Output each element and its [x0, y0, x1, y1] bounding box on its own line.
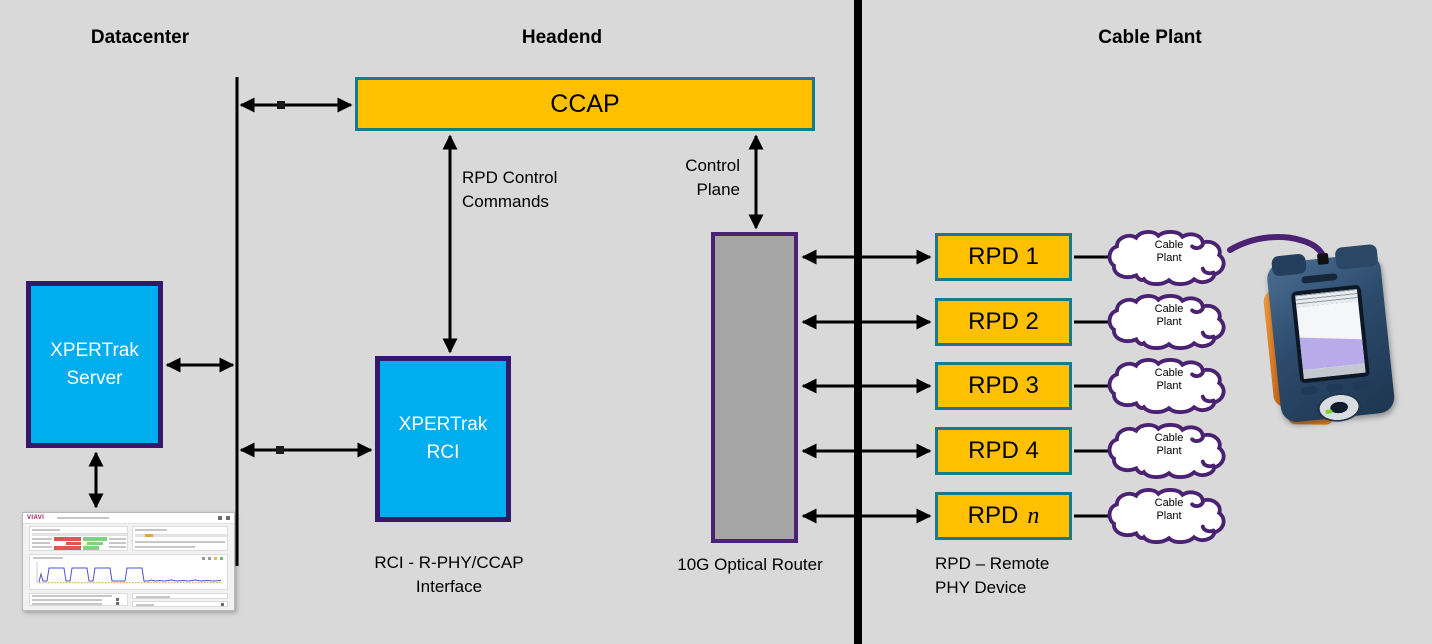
meter-top-bumper-left	[1270, 253, 1307, 277]
meter-button	[1300, 385, 1318, 396]
optical-router-box	[711, 232, 798, 543]
thumbnail-events-panel	[132, 601, 228, 607]
rpdn-box: RPD n	[935, 492, 1072, 540]
control-plane-label: Control Plane	[630, 154, 740, 202]
thumbnail-header-icon	[218, 516, 222, 520]
cloud-label-line2: Plant	[1156, 445, 1182, 457]
section-title-headend: Headend	[521, 27, 603, 48]
rpd2-label: RPD 2	[968, 308, 1039, 335]
rpd4-box: RPD 4	[935, 427, 1072, 475]
rpd3-box: RPD 3	[935, 362, 1072, 410]
cloud-label-line2: Plant	[1156, 316, 1182, 328]
thumbnail-downstream-panel	[132, 526, 228, 551]
xpertrak-server-box: XPERTrak Server	[26, 281, 163, 448]
meter-top-bumper-right	[1334, 243, 1379, 271]
thumbnail-broadcast-panel	[132, 593, 228, 599]
rpd1-box: RPD 1	[935, 233, 1072, 281]
meter-button	[1352, 380, 1370, 390]
server-label-line2: Server	[66, 367, 123, 389]
thumbnail-alarms-panel	[29, 593, 128, 606]
thumbnail-header-icon	[226, 516, 230, 520]
section-title-cable-plant: Cable Plant	[1098, 27, 1202, 48]
xpertrak-dashboard-thumbnail: VIAVI	[22, 512, 235, 611]
spectrum-trace	[36, 562, 223, 584]
cloud-label-line2: Plant	[1156, 380, 1182, 392]
rpd-definition-caption: RPD – Remote PHY Device	[935, 552, 1049, 600]
rci-label-line1: XPERTrak	[398, 414, 488, 435]
rpd2-box: RPD 2	[935, 298, 1072, 346]
cloud-label-line1: Cable	[1154, 497, 1184, 509]
cloud-icon	[1107, 358, 1226, 414]
rpdn-label: RPD	[967, 502, 1019, 529]
meter-button	[1326, 383, 1344, 393]
thumbnail-upstream-panel	[29, 526, 128, 551]
rpd-control-line2: Commands	[462, 192, 549, 211]
ccap-box: CCAP	[355, 77, 815, 131]
meter-screen	[1295, 289, 1366, 380]
rpd-caption-line1: RPD – Remote	[935, 554, 1050, 573]
field-meter-photo	[1262, 243, 1398, 427]
cloud-icon	[1107, 488, 1226, 544]
meter-brand-badge	[1301, 273, 1338, 284]
thumbnail-spectrum-panel	[29, 554, 228, 590]
junction-dot-rci	[276, 446, 284, 454]
cloud-label-line2: Plant	[1156, 510, 1182, 522]
cloud-label-line2: Plant	[1156, 252, 1182, 264]
meter-cable-port	[1316, 252, 1330, 265]
rci-interface-caption: RCI - R-PHY/CCAP Interface	[340, 551, 558, 599]
meter-nav-dial	[1315, 391, 1363, 424]
viavi-logo: VIAVI	[27, 515, 45, 521]
cloud-icon	[1107, 294, 1226, 350]
rci-caption-line2: Interface	[415, 577, 483, 596]
junction-dot-ccap	[277, 101, 285, 109]
router-caption: 10G Optical Router	[677, 555, 823, 574]
rpd3-label: RPD 3	[968, 372, 1039, 399]
rci-label-line2: RCI	[426, 442, 460, 463]
rpd1-label: RPD 1	[968, 243, 1039, 270]
rpd4-label: RPD 4	[968, 437, 1039, 464]
cloud-icon	[1107, 230, 1226, 286]
rci-caption-line1: RCI - R-PHY/CCAP	[374, 553, 524, 572]
cloud-label-line1: Cable	[1154, 239, 1184, 251]
ccap-label: CCAP	[550, 89, 620, 118]
rpd-caption-line2: PHY Device	[935, 578, 1027, 597]
cloud-icon	[1107, 423, 1226, 479]
section-title-datacenter: Datacenter	[90, 27, 190, 48]
control-plane-line2: Plane	[696, 180, 740, 199]
cloud-label-line1: Cable	[1154, 432, 1184, 444]
xpertrak-rci-box: XPERTrak RCI	[375, 356, 511, 522]
cloud-label-line1: Cable	[1154, 303, 1184, 315]
thumbnail-title-bar	[57, 517, 109, 519]
thumbnail-header: VIAVI	[23, 513, 234, 524]
control-plane-line1: Control	[685, 156, 740, 175]
server-label-line1: XPERTrak	[50, 339, 139, 361]
meter-body	[1265, 243, 1396, 424]
cloud-label-line1: Cable	[1154, 367, 1184, 379]
rpd-control-line1: RPD Control	[462, 168, 558, 187]
rpd-control-commands-label: RPD Control Commands	[462, 166, 557, 214]
rpdn-suffix: n	[1027, 502, 1040, 529]
